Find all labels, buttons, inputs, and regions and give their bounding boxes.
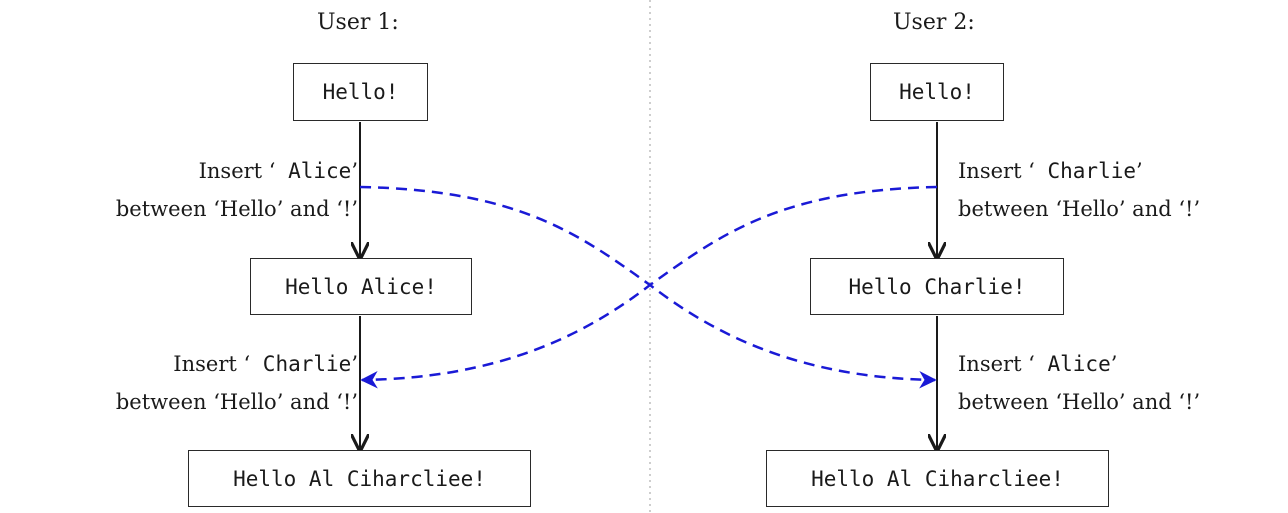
- user2-op1-line1: Insert ‘ Charlie’: [958, 159, 1143, 183]
- user1-state-after-local: Hello Alice!: [250, 258, 472, 315]
- user2-state-merged-text: Hello Al Ciharcliee!: [811, 466, 1064, 491]
- user1-op1-line1: Insert ‘ Alice’: [198, 159, 358, 183]
- user2-state-initial: Hello!: [870, 63, 1004, 121]
- user1-op1-label: Insert ‘ Alice’ between ‘Hello’ and ‘!’: [116, 152, 358, 228]
- user2-op2-label: Insert ‘ Alice’ between ‘Hello’ and ‘!’: [958, 345, 1200, 421]
- user1-op2-line2: between ‘Hello’ and ‘!’: [115, 390, 358, 414]
- user1-state-merged-text: Hello Al Ciharcliee!: [233, 466, 486, 491]
- user1-state-initial-text: Hello!: [322, 80, 399, 104]
- user1-op2-line1: Insert ‘ Charlie’: [173, 352, 358, 376]
- user1-title: User 1:: [317, 10, 399, 35]
- user2-state-merged: Hello Al Ciharcliee!: [766, 450, 1109, 507]
- user2-state-initial-text: Hello!: [899, 80, 975, 104]
- user2-op1-label: Insert ‘ Charlie’ between ‘Hello’ and ‘!…: [958, 152, 1200, 228]
- user1-state-after-local-text: Hello Alice!: [285, 274, 437, 299]
- user1-op1-line2: between ‘Hello’ and ‘!’: [115, 197, 358, 221]
- user1-state-merged: Hello Al Ciharcliee!: [188, 450, 531, 507]
- user1-op2-label: Insert ‘ Charlie’ between ‘Hello’ and ‘!…: [116, 345, 358, 421]
- user1-state-initial: Hello!: [293, 63, 428, 121]
- user2-title: User 2:: [893, 10, 975, 35]
- user2-op2-line1: Insert ‘ Alice’: [958, 352, 1118, 376]
- user2-state-after-local: Hello Charlie!: [810, 258, 1064, 315]
- sync-arrow-user2-to-user1: [360, 185, 938, 389]
- user2-op1-line2: between ‘Hello’ and ‘!’: [958, 197, 1201, 221]
- user2-state-after-local-text: Hello Charlie!: [848, 274, 1026, 299]
- user2-op2-line2: between ‘Hello’ and ‘!’: [958, 390, 1201, 414]
